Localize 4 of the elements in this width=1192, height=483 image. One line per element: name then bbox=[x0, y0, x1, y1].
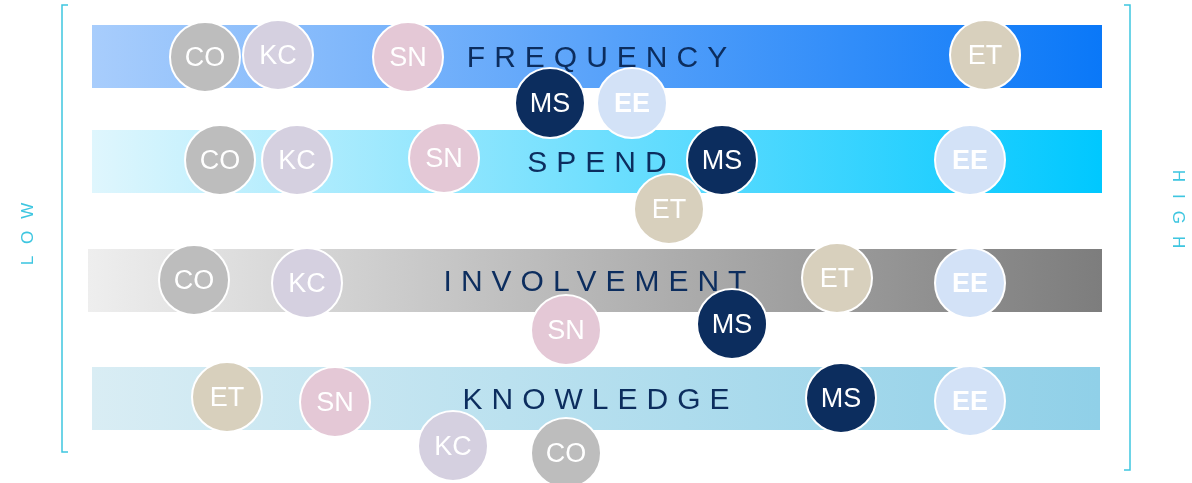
initials-circle: CO bbox=[530, 417, 602, 483]
axis-label: LOW bbox=[18, 190, 38, 266]
initials-circle: ET bbox=[633, 173, 705, 245]
axis-label: HIGH bbox=[1168, 169, 1188, 261]
